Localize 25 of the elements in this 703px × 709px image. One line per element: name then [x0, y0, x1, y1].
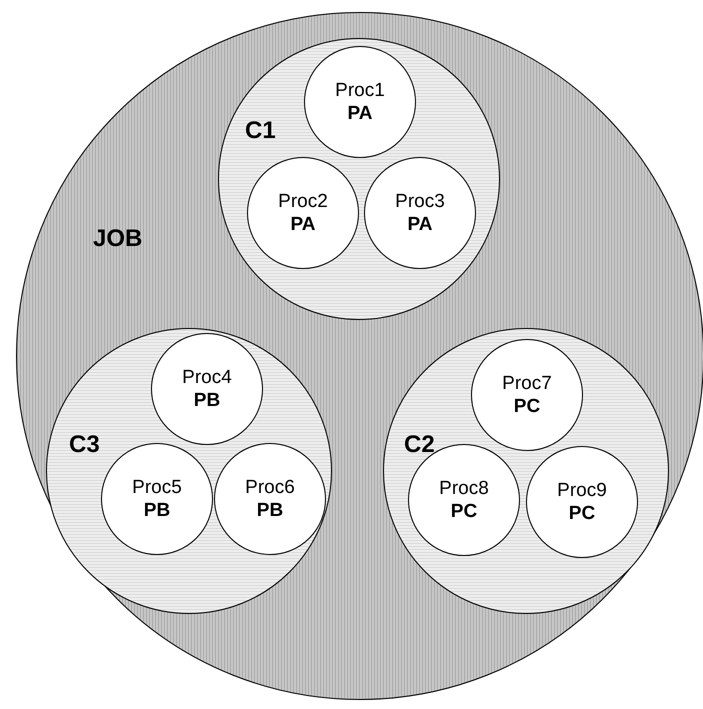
process-type: PA [290, 213, 316, 236]
process-type: PA [408, 213, 432, 236]
process-name: Proc6 [245, 476, 295, 499]
cluster-label: C3 [69, 431, 100, 459]
process-name: Proc9 [557, 479, 607, 502]
process-type: PB [194, 389, 220, 412]
process-circle [151, 333, 263, 445]
process-name: Proc4 [182, 366, 232, 389]
process-name: Proc3 [395, 190, 445, 213]
process-type: PC [514, 395, 540, 418]
process-type: PC [450, 500, 478, 523]
process-type: PC [568, 502, 596, 525]
process-circle [364, 157, 476, 269]
process-type: PB [144, 499, 170, 522]
process-name: Proc2 [278, 190, 328, 213]
cluster-label: C1 [245, 117, 276, 145]
process-name: Proc8 [439, 477, 489, 500]
process-type: PB [256, 499, 284, 522]
process-circle [214, 443, 326, 555]
process-name: Proc1 [335, 79, 385, 102]
job-label: JOB [93, 225, 142, 253]
cluster-label: C2 [404, 431, 435, 459]
process-name: Proc5 [132, 476, 182, 499]
process-name: Proc7 [502, 372, 552, 395]
process-type: PA [348, 102, 372, 125]
